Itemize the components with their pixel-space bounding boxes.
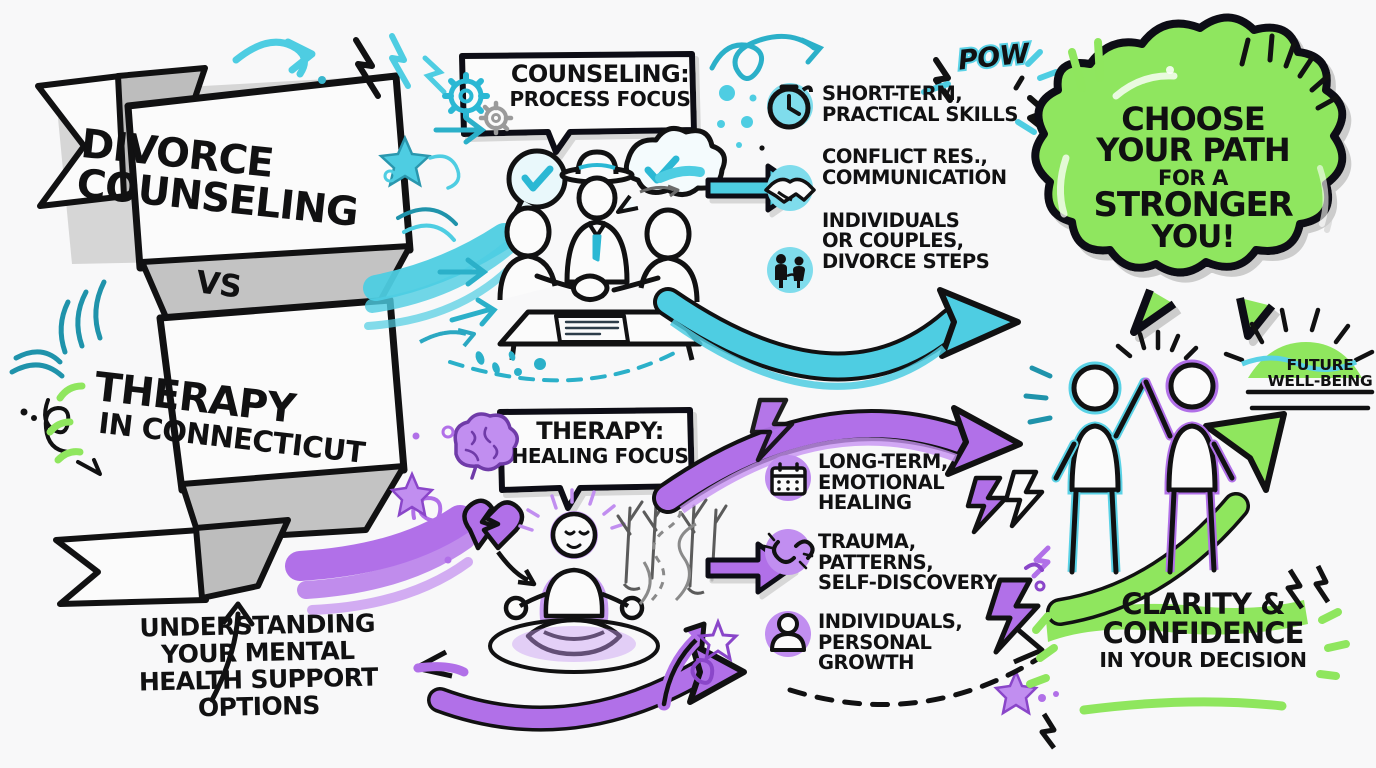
ribbon-title-connector: VS (193, 264, 244, 306)
future-wellbeing-line1: FUTURE (1286, 356, 1354, 374)
cloud-line-1: CHOOSE (1121, 100, 1266, 138)
therapy-callout-subtitle: HEALING FOCUS (511, 444, 689, 468)
counseling-callout-subtitle: PROCESS FOCUS (509, 87, 691, 111)
green-cloud-label: CHOOSE YOUR PATH FOR A STRONGER YOU! (1078, 100, 1308, 256)
cloud-line-5: YOU! (1151, 219, 1235, 256)
therapy-bullet-2: TRAUMA, PATTERNS, SELF-DISCOVERY (818, 529, 1028, 595)
counseling-bullet-1: SHORT-TERM, PRACTICAL SKILLS (822, 82, 1022, 126)
counseling-callout-title: COUNSELING: (510, 60, 690, 88)
counseling-bullet-list: SHORT-TERM, PRACTICAL SKILLS CONFLICT RE… (822, 82, 1022, 295)
therapy-bullet-list: LONG-TERM, EMOTIONAL HEALING TRAUMA, PAT… (818, 450, 1028, 692)
ribbon-title-line1: DIVORCE COUNSELING (74, 120, 360, 236)
outcome-line-3: IN YOUR DECISION (1099, 648, 1307, 672)
future-wellbeing-label: FUTURE WELL-BEING (1258, 357, 1376, 390)
subtitle: UNDERSTANDING YOUR MENTAL HEALTH SUPPORT… (138, 608, 378, 723)
counseling-callout-label: COUNSELING: PROCESS FOCUS (500, 62, 700, 109)
therapy-bullet-3-text: INDIVIDUALS, PERSONAL GROWTH (818, 609, 963, 675)
cloud-line-4: STRONGER (1093, 185, 1294, 226)
outcome-line-2: CONFIDENCE (1102, 616, 1304, 650)
cloud-line-2: YOUR PATH (1096, 131, 1290, 170)
therapy-callout-title: THERAPY: (536, 417, 664, 445)
cloud-line-3: FOR A (1158, 166, 1228, 191)
outcome-footer-label: CLARITY & CONFIDENCE IN YOUR DECISION (1072, 590, 1334, 671)
pow-burst-label: POW (955, 36, 1033, 78)
counseling-bullet-2: CONFLICT RES., COMMUNICATION (822, 145, 1022, 189)
therapy-bullet-3: INDIVIDUALS, PERSONAL GROWTH (818, 609, 1028, 675)
counseling-bullet-3: INDIVIDUALS OR COUPLES, DIVORCE STEPS (822, 208, 1022, 273)
counseling-bullet-3-text: INDIVIDUALS OR COUPLES, DIVORCE STEPS (822, 208, 990, 273)
counseling-bullet-2-text: CONFLICT RES., COMMUNICATION (822, 145, 1007, 189)
future-wellbeing-line2: WELL-BEING (1267, 372, 1373, 391)
therapy-bullet-2-text: TRAUMA, PATTERNS, SELF-DISCOVERY (818, 529, 997, 595)
ribbon-title-line2: THERAPY IN CONNECTICUT (89, 364, 415, 472)
counseling-bullet-1-text: SHORT-TERM, PRACTICAL SKILLS (822, 82, 1018, 126)
therapy-bullet-1-text: LONG-TERM, EMOTIONAL HEALING (818, 450, 948, 515)
outcome-line-1: CLARITY & (1121, 587, 1285, 621)
therapy-bullet-1: LONG-TERM, EMOTIONAL HEALING (818, 450, 1028, 515)
therapy-callout-label: THERAPY: HEALING FOCUS (505, 419, 695, 466)
